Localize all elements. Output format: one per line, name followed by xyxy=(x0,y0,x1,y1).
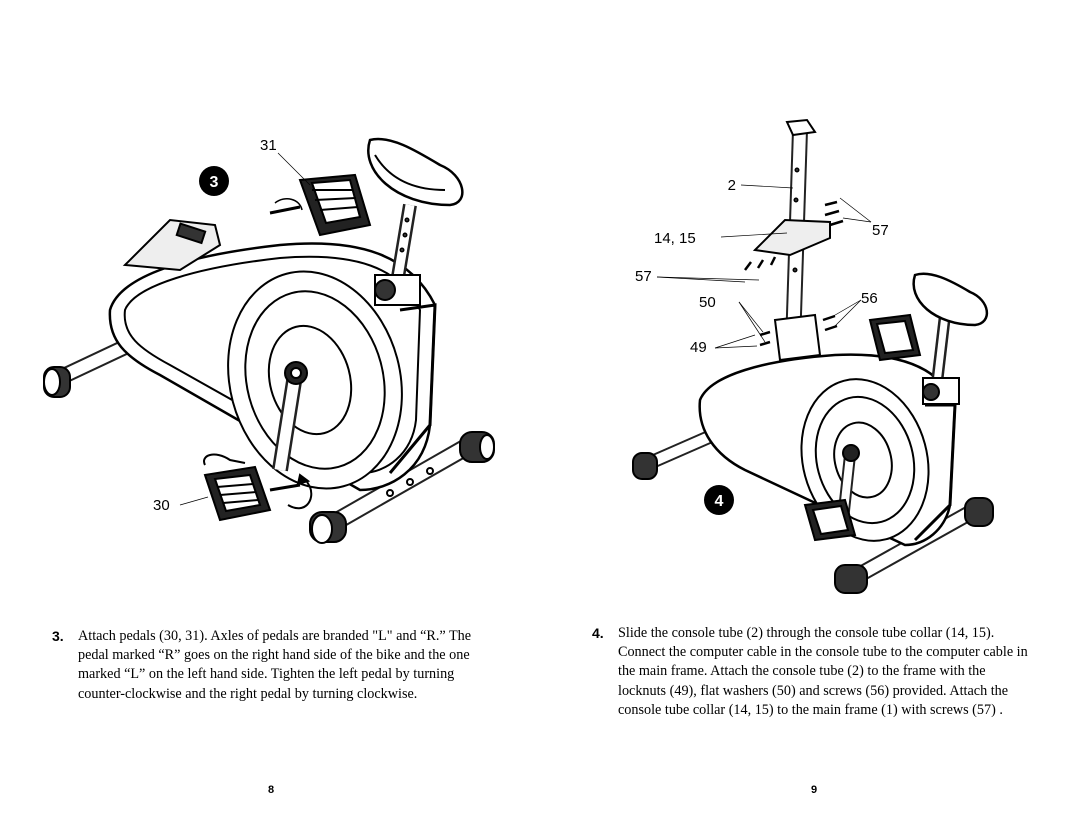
callout-31: 31 xyxy=(260,137,277,154)
page-number: 8 xyxy=(268,784,275,796)
callout-57-top: 57 xyxy=(872,222,889,239)
step-number: 3. xyxy=(52,628,64,644)
callout-57-left: 57 xyxy=(635,268,652,285)
page-number: 9 xyxy=(811,784,818,796)
svg-text:4: 4 xyxy=(715,493,724,510)
callout-2: 2 xyxy=(728,177,736,194)
callout-14-15: 14, 15 xyxy=(654,230,696,247)
seat xyxy=(367,137,464,306)
svg-text:3: 3 xyxy=(210,174,219,191)
right-page: 4 2 14, 15 57 57 50 56 49 4. Slide the c… xyxy=(540,0,1080,834)
pedal-assembly-figure: 3 31 30 xyxy=(43,137,495,544)
step-3-badge: 3 xyxy=(199,166,229,196)
callout-56: 56 xyxy=(861,290,878,307)
console-tube-collar xyxy=(752,218,831,257)
console-assembly-figure: 4 2 14, 15 57 57 50 56 49 xyxy=(632,118,994,594)
step-4-badge: 4 xyxy=(704,485,734,515)
flywheel-cover xyxy=(227,270,403,490)
screws xyxy=(744,200,844,347)
callout-49: 49 xyxy=(690,339,707,356)
callout-50: 50 xyxy=(699,294,716,311)
step-instructions: Slide the console tube (2) through the c… xyxy=(618,625,1028,718)
step-instructions: Attach pedals (30, 31). Axles of pedals … xyxy=(78,628,472,702)
crank-arm xyxy=(272,361,308,472)
step-number: 4. xyxy=(592,625,604,641)
right-pedal xyxy=(269,173,372,237)
mounting-bracket xyxy=(773,313,822,362)
left-page: 3 31 30 3. Attach pedals (30, 31). Axles… xyxy=(43,137,495,796)
seat xyxy=(868,272,988,405)
callout-30: 30 xyxy=(153,497,170,514)
left-pedal xyxy=(203,453,313,522)
front-stabilizer xyxy=(309,431,495,544)
